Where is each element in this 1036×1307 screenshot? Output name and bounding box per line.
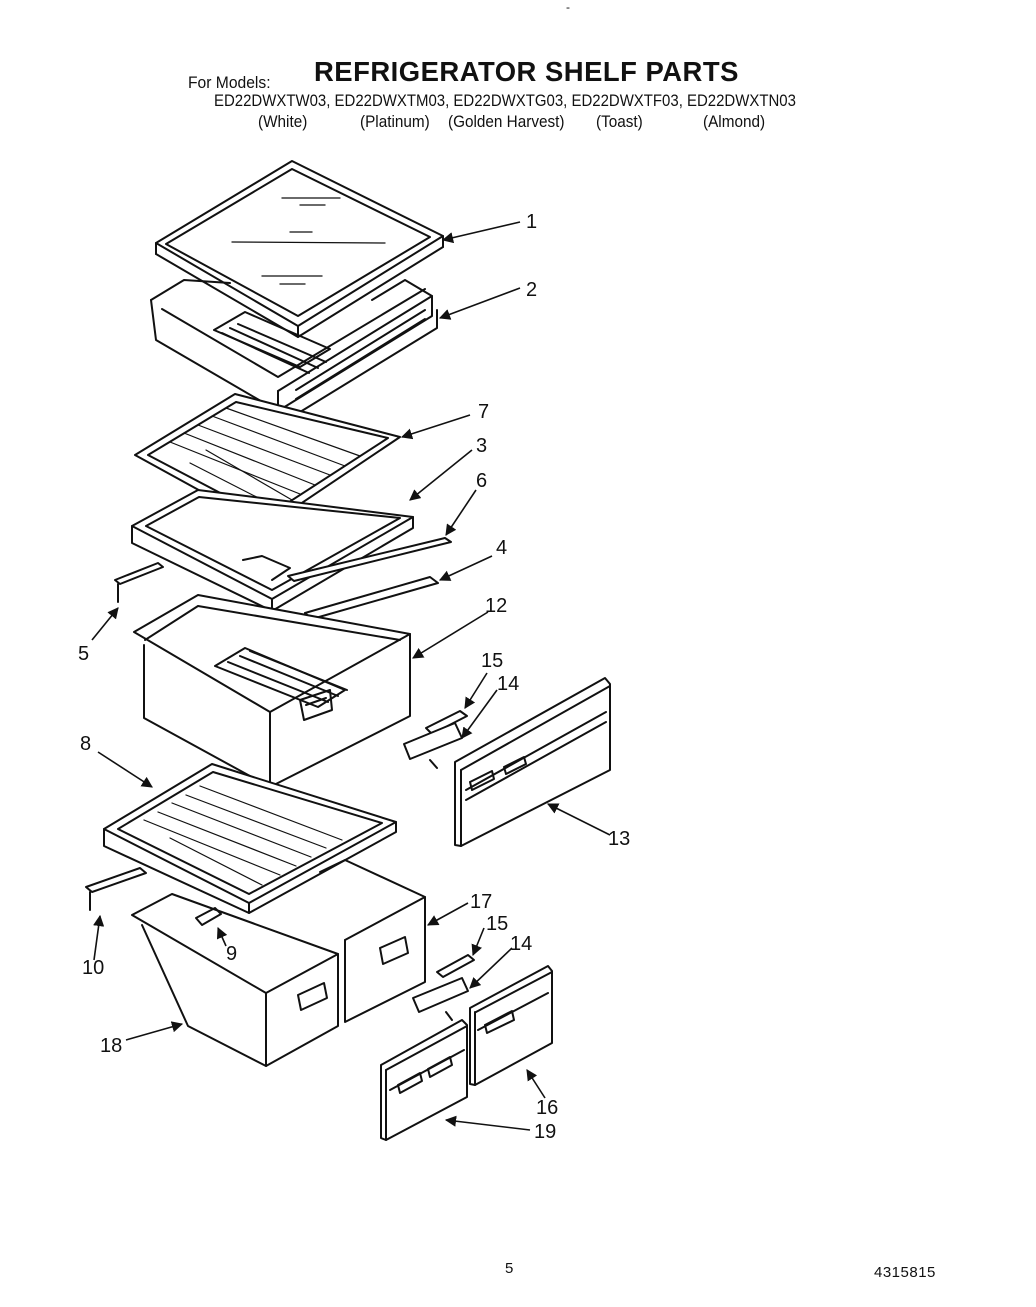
color-toast: (Toast)	[596, 112, 643, 131]
part-4-rail	[304, 576, 439, 625]
part-18-small-bin	[131, 893, 339, 1067]
leader-18	[125, 1021, 184, 1041]
leader-15b	[471, 927, 485, 957]
part-19-drawer-front	[380, 1019, 468, 1141]
callout-2: 2	[526, 279, 537, 301]
callout-3: 3	[476, 435, 487, 457]
leader-17	[427, 902, 469, 926]
callout-15b: 15	[486, 913, 508, 935]
leader-19	[444, 1115, 531, 1131]
part-12-crisper-bin	[133, 594, 411, 788]
part-14-latch-lower	[412, 977, 469, 1021]
leader-2	[438, 287, 521, 320]
callout-13: 13	[608, 828, 630, 850]
leader-6	[445, 489, 477, 536]
part-6-rail	[287, 537, 452, 582]
color-white: (White)	[258, 112, 308, 131]
leader-14a	[461, 689, 498, 739]
part-1-glass-shelf	[155, 160, 444, 338]
part-15-bracket-lower	[436, 954, 475, 978]
callout-10: 10	[82, 957, 104, 979]
leader-16	[526, 1069, 546, 1099]
part-5-slide	[114, 562, 164, 603]
leader-7	[400, 414, 471, 440]
color-golden-harvest: (Golden Harvest)	[448, 112, 565, 131]
callout-9: 9	[226, 943, 237, 965]
scan-mark: -	[566, 0, 570, 14]
callout-18: 18	[100, 1035, 122, 1057]
part-17-small-bin	[319, 859, 426, 1023]
callout-8: 8	[80, 733, 91, 755]
leader-3	[409, 449, 473, 501]
callout-19: 19	[534, 1121, 556, 1143]
for-models-label: For Models:	[188, 73, 271, 92]
leader-8	[97, 751, 153, 788]
color-almond: (Almond)	[703, 112, 766, 131]
color-platinum: (Platinum)	[360, 112, 430, 131]
callout-7: 7	[478, 401, 489, 423]
leader-9	[216, 926, 228, 947]
leader-15a	[464, 672, 488, 709]
callout-4: 4	[496, 537, 507, 559]
leader-12	[412, 611, 489, 659]
page-title: REFRIGERATOR SHELF PARTS	[314, 56, 739, 87]
callout-15a: 15	[481, 650, 503, 672]
leader-1	[441, 221, 521, 244]
part-13-drawer-front	[454, 677, 611, 847]
leader-4	[438, 555, 493, 581]
part-10-slide	[85, 867, 147, 911]
callout-12: 12	[485, 595, 507, 617]
part-3-shelf-frame	[131, 489, 414, 612]
leader-14b	[469, 947, 513, 989]
model-numbers: ED22DWXTW03, ED22DWXTM03, ED22DWXTG03, E…	[214, 91, 796, 110]
part-8-lower-shelf	[103, 763, 397, 914]
callout-5: 5	[78, 643, 89, 665]
callout-16: 16	[536, 1097, 558, 1119]
part-15-bracket-upper	[425, 710, 468, 735]
part-16-drawer-front	[469, 965, 553, 1086]
page-number: 5	[505, 1260, 514, 1277]
callout-17: 17	[470, 891, 492, 913]
document-number: 4315815	[874, 1264, 936, 1281]
callout-14b: 14	[510, 933, 532, 955]
callout-6: 6	[476, 470, 487, 492]
callout-1: 1	[526, 211, 537, 233]
part-2-drawer-frame	[150, 279, 438, 421]
leader-13	[546, 803, 611, 836]
leader-10	[93, 914, 105, 961]
leader-5	[91, 607, 119, 641]
callout-14a: 14	[497, 673, 519, 695]
